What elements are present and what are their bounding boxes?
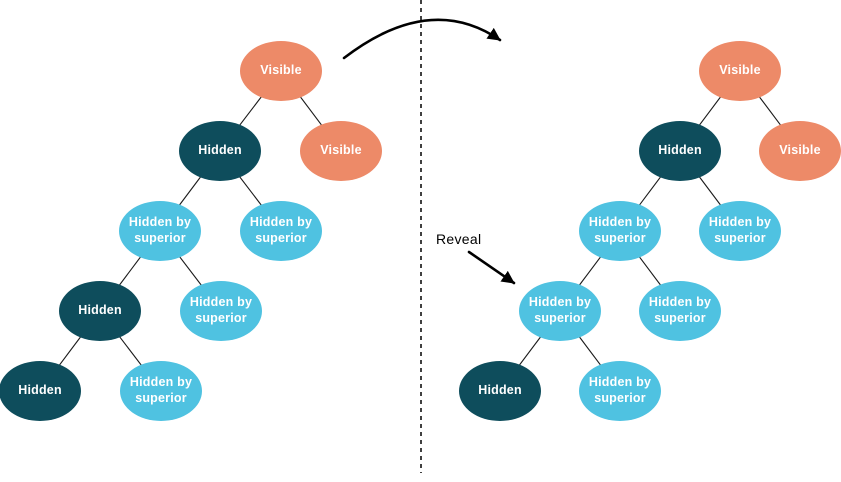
- tree-node-visible: Visible: [699, 41, 781, 101]
- tree-node-hidden-by-superior: Hidden by superior: [240, 201, 322, 261]
- tree-node-hidden-by-superior: Hidden by superior: [519, 281, 601, 341]
- tree-node-hidden: Hidden: [0, 361, 81, 421]
- tree-node-hidden-by-superior: Hidden by superior: [120, 361, 202, 421]
- tree-node-hidden-by-superior: Hidden by superior: [579, 361, 661, 421]
- tree-node-hidden-by-superior: Hidden by superior: [639, 281, 721, 341]
- transition-arrow: [342, 18, 502, 60]
- reveal-arrow: [467, 250, 516, 285]
- tree-node-visible: Visible: [759, 121, 841, 181]
- tree-node-hidden-by-superior: Hidden by superior: [119, 201, 201, 261]
- tree-node-hidden: Hidden: [639, 121, 721, 181]
- tree-node-hidden: Hidden: [59, 281, 141, 341]
- tree-node-hidden-by-superior: Hidden by superior: [699, 201, 781, 261]
- tree-node-hidden-by-superior: Hidden by superior: [579, 201, 661, 261]
- reveal-label: Reveal: [436, 231, 482, 247]
- tree-node-hidden-by-superior: Hidden by superior: [180, 281, 262, 341]
- tree-node-hidden: Hidden: [459, 361, 541, 421]
- tree-node-visible: Visible: [300, 121, 382, 181]
- tree-node-hidden: Hidden: [179, 121, 261, 181]
- tree-node-visible: Visible: [240, 41, 322, 101]
